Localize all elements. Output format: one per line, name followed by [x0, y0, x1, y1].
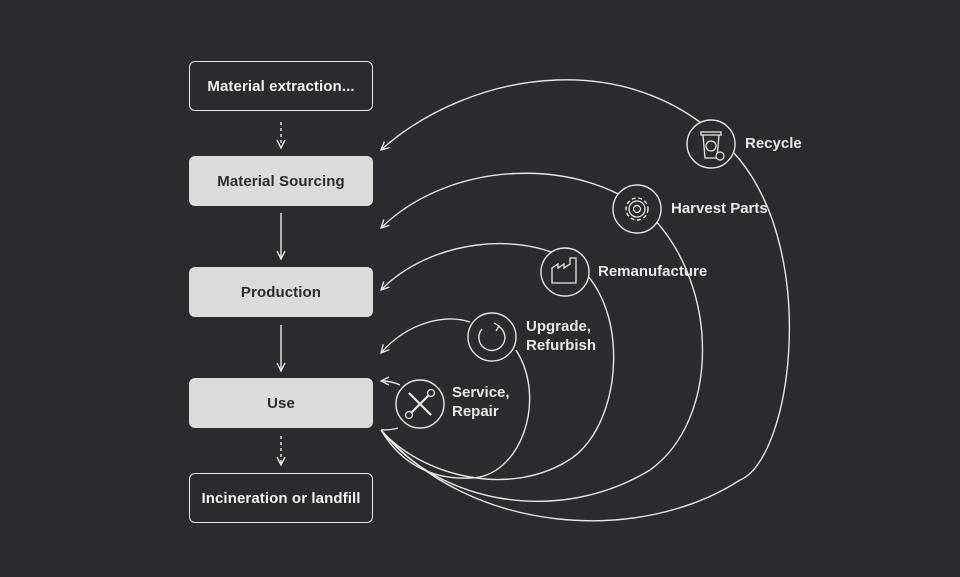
stage-incineration-or-landfill: Incineration or landfill: [189, 473, 373, 523]
label-harvest-parts: Harvest Parts: [671, 200, 768, 217]
label-upgrade-line2: Refurbish: [526, 337, 597, 354]
loop-arc-remanufacture: [381, 242, 615, 481]
loop-arc-harvest-parts: [381, 172, 704, 503]
factory-icon: [540, 247, 590, 297]
label-recycle: Recycle: [745, 135, 802, 152]
label-upgrade-line1: Upgrade,: [526, 318, 592, 335]
stage-production: Production: [189, 267, 373, 317]
gear-icon: [612, 184, 662, 234]
loop-arc-upgrade-refurbish: [381, 318, 531, 479]
label-service-line2: Repair: [452, 403, 499, 420]
stage-material-extraction: Material extraction...: [189, 61, 373, 111]
label-remanufacture: Remanufacture: [598, 263, 708, 280]
stage-use: Use: [189, 378, 373, 428]
loop-arc-service-repair: [381, 381, 401, 431]
loop-arc-recycle: [381, 79, 791, 522]
stage-material-sourcing: Material Sourcing: [189, 156, 373, 206]
label-service-repair: Service, Repair: [452, 383, 510, 421]
wrench-screwdriver-icon: [395, 379, 445, 429]
recycle-bin-icon: [686, 119, 736, 169]
label-service-line1: Service,: [452, 384, 510, 401]
label-upgrade-refurbish: Upgrade, Refurbish: [526, 317, 596, 355]
refresh-icon: [467, 312, 517, 362]
